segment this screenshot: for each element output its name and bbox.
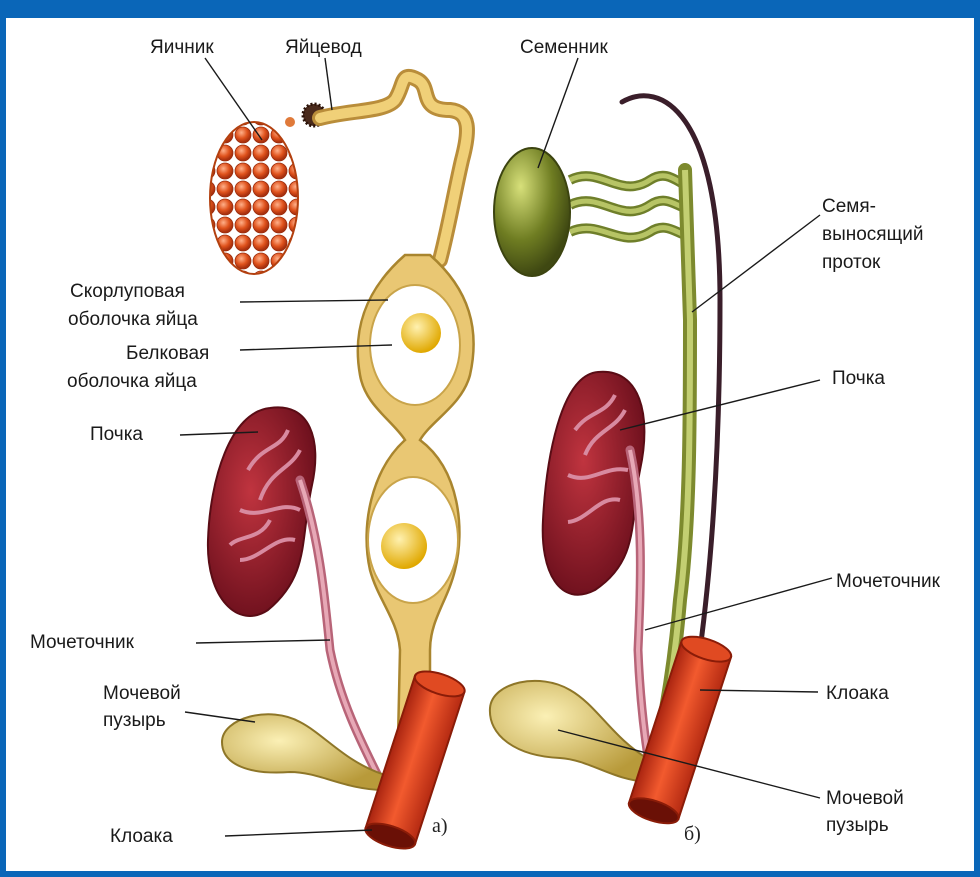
female-system <box>208 77 474 854</box>
label-vas-1: Семя- <box>822 196 876 217</box>
kidney-b <box>543 372 645 595</box>
bladder-a <box>222 714 385 790</box>
testis <box>494 148 570 276</box>
label-bladder-b-1: Мочевой <box>826 788 904 809</box>
yolk-upper <box>401 313 441 353</box>
label-vas-2: выносящий <box>822 224 923 245</box>
released-egg <box>285 117 295 127</box>
label-kidney-b: Почка <box>832 368 885 389</box>
label-kidney-a: Почка <box>90 424 143 445</box>
label-cloaca-a: Клоака <box>110 826 173 847</box>
label-albumen-1: Белковая <box>126 343 209 364</box>
label-shell-1: Скорлуповая <box>70 281 185 302</box>
label-bladder-b-2: пузырь <box>826 815 889 836</box>
label-ureter-b: Мочеточник <box>836 571 941 592</box>
labels: Яичник Яйцевод Скорлуповая оболочка яйца… <box>30 37 941 847</box>
label-cloaca-b: Клоака <box>826 683 889 704</box>
label-bladder-a-2: пузырь <box>103 710 166 731</box>
label-shell-2: оболочка яйца <box>68 309 198 330</box>
label-ureter-a: Мочеточник <box>30 632 135 653</box>
label-oviduct: Яйцевод <box>285 37 362 58</box>
male-system <box>490 96 734 829</box>
label-testis: Семенник <box>520 37 609 58</box>
label-bladder-a-1: Мочевой <box>103 683 181 704</box>
yolk-lower <box>381 523 427 569</box>
bladder-b <box>490 681 650 782</box>
ovary <box>210 122 298 274</box>
cloaca-a <box>362 666 467 853</box>
label-vas-3: проток <box>822 252 881 273</box>
label-albumen-2: оболочка яйца <box>67 371 197 392</box>
panel-letter-a: а) <box>432 815 448 837</box>
panel-letter-b: б) <box>684 823 701 845</box>
label-ovary: Яичник <box>150 37 214 58</box>
